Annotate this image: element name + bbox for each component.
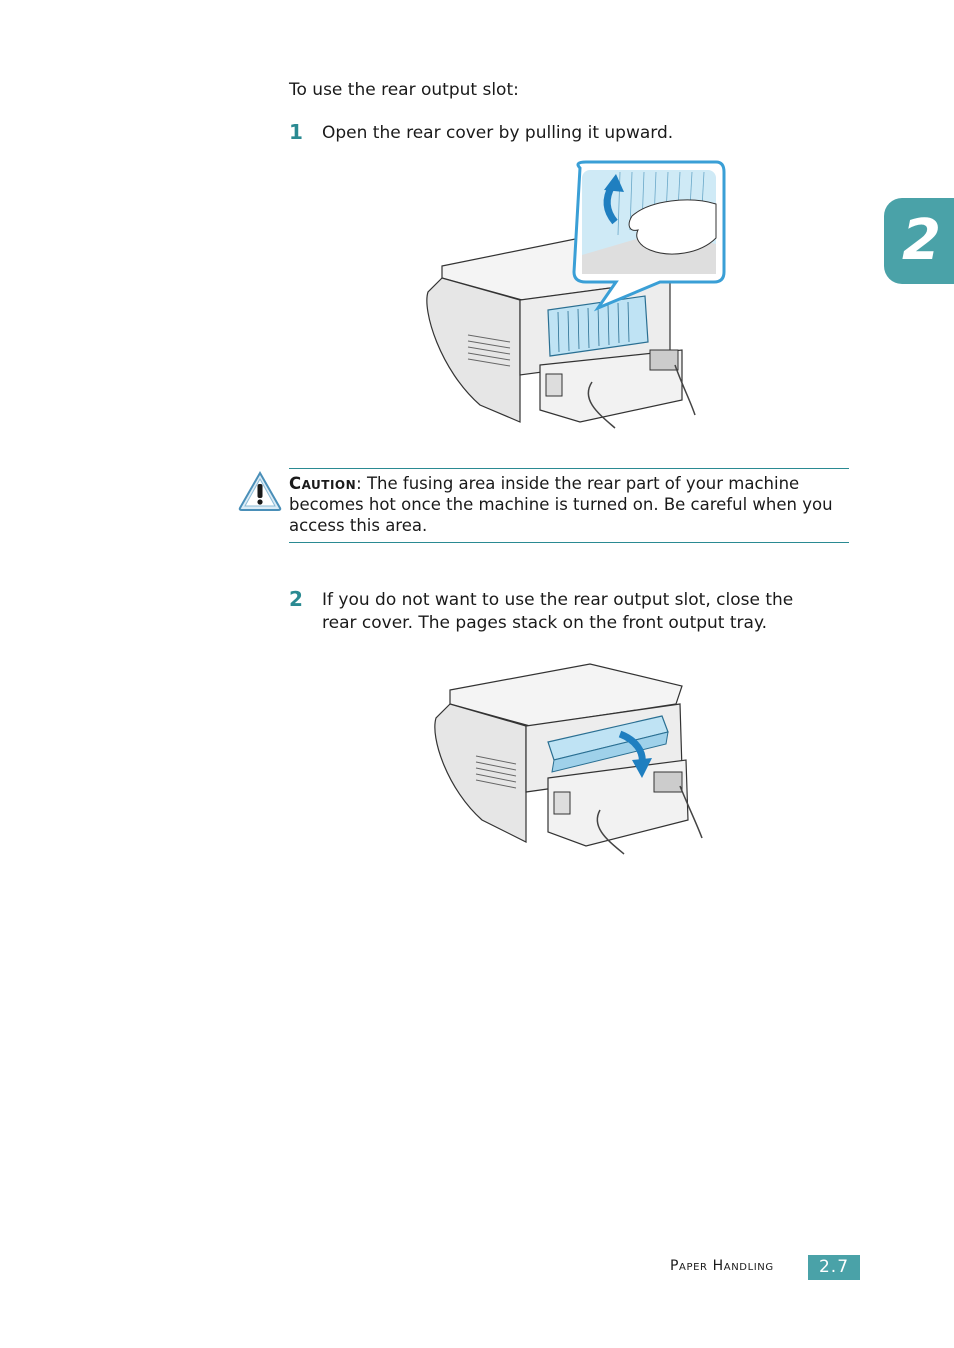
- caution-icon: [238, 470, 282, 511]
- chapter-number: 2: [902, 208, 941, 273]
- chapter-tab: 2: [884, 198, 954, 284]
- step-2-text: If you do not want to use the rear outpu…: [322, 590, 794, 633]
- caution-top-rule: [289, 468, 849, 469]
- arrow-down-icon: [618, 730, 652, 778]
- illustration-rear-cover-close: [434, 663, 703, 855]
- step-2-number: 2: [289, 587, 303, 611]
- step-1-number: 1: [289, 120, 303, 144]
- intro-text: To use the rear output slot:: [289, 80, 519, 100]
- step-1-text: Open the rear cover by pulling it upward…: [322, 123, 674, 143]
- arrow-up-icon: [603, 174, 624, 225]
- caution-label: Caution: [289, 474, 357, 493]
- footer-section-title: Paper Handling: [670, 1258, 774, 1274]
- page-number: 2.7: [808, 1255, 860, 1280]
- caution-bottom-rule: [289, 542, 849, 543]
- caution-text: : The fusing area inside the rear part o…: [289, 474, 833, 535]
- caution-note: Caution: The fusing area inside the rear…: [289, 473, 849, 536]
- illustration-rear-cover-open: [426, 160, 726, 429]
